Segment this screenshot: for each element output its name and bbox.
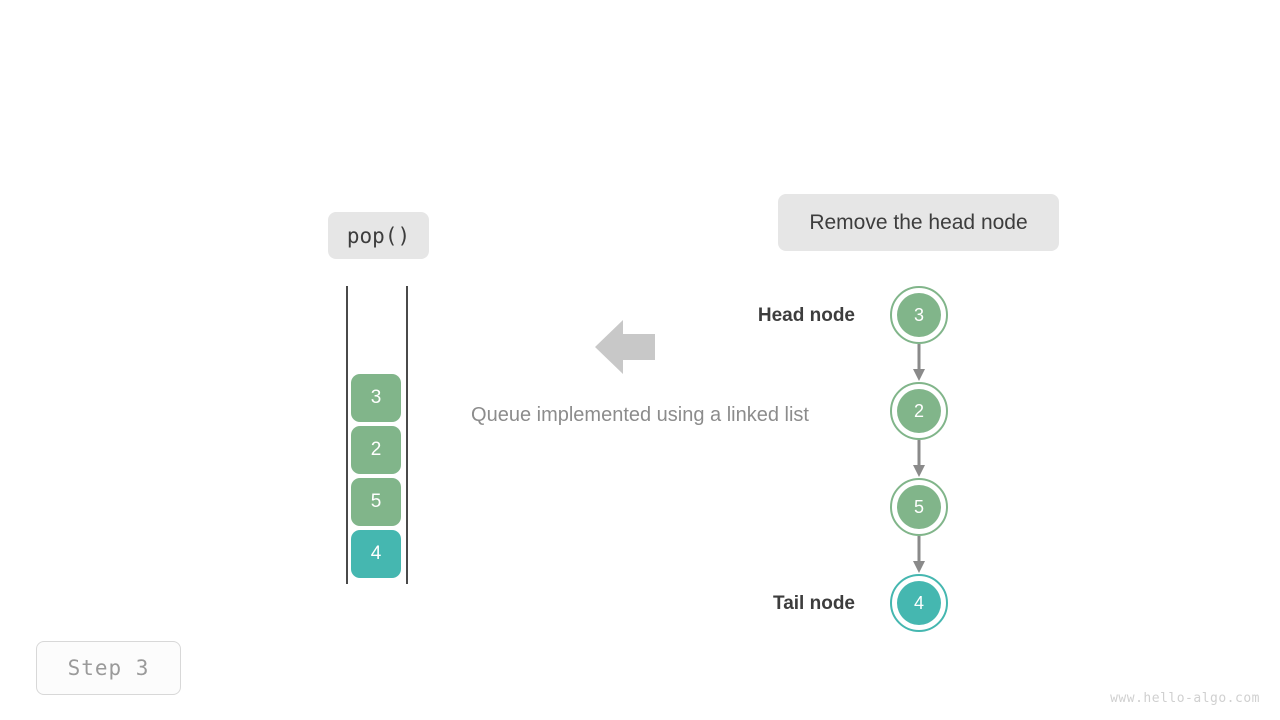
list-node: 3 [890,286,948,344]
list-node: 5 [890,478,948,536]
operation-description: Remove the head node [778,194,1059,251]
list-node-value: 2 [913,400,924,421]
list-node-value: 4 [913,592,924,613]
operation-label: pop() [328,212,429,259]
linked-list: Head node Tail node 3 2 5 4 [758,286,1000,646]
list-node-core [897,389,941,433]
transfer-arrow-left-icon [595,320,655,374]
queue-rail-left [346,286,348,584]
queue-column: 3 2 5 4 [346,286,408,584]
diagram-caption: Queue implemented using a linked list [471,404,809,426]
footer-watermark: www.hello-algo.com [1110,691,1260,706]
queue-block: 5 [351,478,401,526]
list-node-ring [890,574,948,632]
list-node: 4 [890,574,948,632]
queue-rail-right [406,286,408,584]
head-node-label: Head node [757,305,855,326]
list-node-value: 5 [913,496,924,517]
tail-node-label: Tail node [773,593,855,614]
step-badge: Step 3 [36,641,181,695]
queue-block: 4 [351,530,401,578]
link-arrow-down-icon [912,440,926,478]
list-node-ring [890,286,948,344]
link-arrow-down-icon [912,344,926,382]
queue-block: 2 [351,426,401,474]
queue-block-value: 2 [370,439,382,460]
list-node: 2 [890,382,948,440]
queue-block-value: 3 [370,387,382,408]
link-arrow-down-icon [912,536,926,574]
queue-block-value: 4 [370,543,382,564]
queue-block-value: 5 [370,491,382,512]
list-node-core [897,581,941,625]
list-node-core [897,485,941,529]
list-node-ring [890,478,948,536]
list-node-value: 3 [913,304,924,325]
list-node-core [897,293,941,337]
queue-block: 3 [351,374,401,422]
list-node-ring [890,382,948,440]
